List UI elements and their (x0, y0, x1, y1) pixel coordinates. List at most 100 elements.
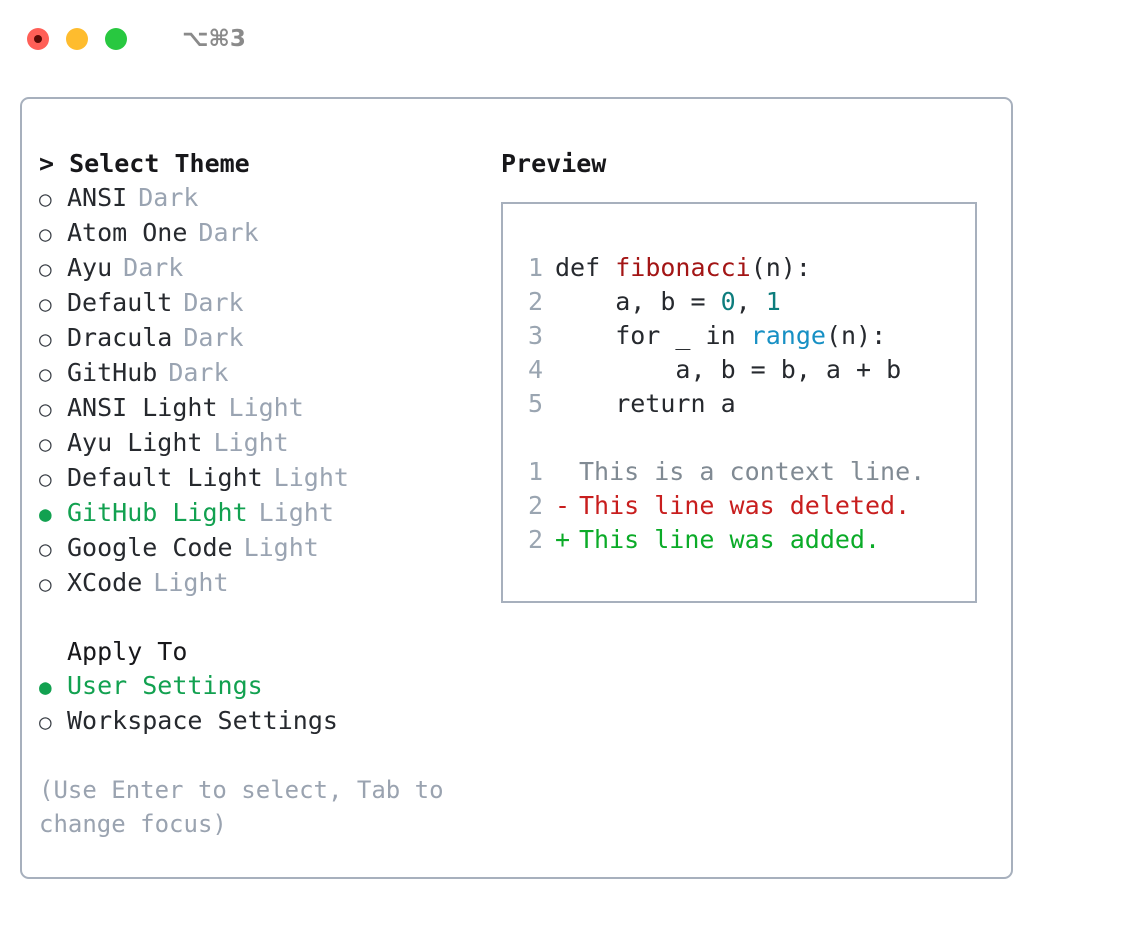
theme-option-default[interactable]: ○ Default Dark (39, 286, 489, 321)
keyboard-hint-text: (Use Enter to select, Tab to change focu… (39, 776, 459, 838)
theme-option-google-code[interactable]: ○ Google Code Light (39, 531, 489, 566)
line-number: 3 (527, 321, 543, 350)
diff-line-added: 2 + This line was added. (517, 523, 975, 557)
code-token-plain: (n): (825, 321, 887, 350)
theme-option-atom-one[interactable]: ○ Atom One Dark (39, 216, 489, 251)
theme-option-variant: Light (258, 498, 334, 527)
apply-to-option-name: Workspace Settings (67, 706, 338, 735)
line-number: 2 (527, 491, 543, 520)
radio-unselected-icon: ○ (39, 222, 52, 246)
theme-option-name: Atom One (67, 218, 188, 247)
minimize-button[interactable] (66, 28, 88, 50)
theme-option-name: XCode (67, 568, 143, 597)
code-token-call: range (750, 321, 826, 350)
select-theme-header: > Select Theme (39, 149, 250, 178)
theme-option-ansi[interactable]: ○ ANSI Dark (39, 181, 489, 216)
code-token-plain: , (735, 287, 766, 316)
radio-unselected-icon: ○ (39, 292, 52, 316)
theme-option-name: ANSI Light (67, 393, 218, 422)
maximize-button[interactable] (105, 28, 127, 50)
theme-option-name: Google Code (67, 533, 233, 562)
theme-option-variant: Light (228, 393, 304, 422)
code-token-plain: a, b = b, a + b (555, 355, 902, 384)
code-token-plain: def (555, 253, 616, 282)
close-button[interactable] (27, 28, 49, 50)
code-line: 4 a, b = b, a + b (517, 353, 975, 387)
theme-option-variant: Dark (183, 288, 244, 317)
radio-unselected-icon: ○ (39, 257, 52, 281)
theme-option-name: ANSI (67, 183, 128, 212)
code-line: 2 a, b = 0, 1 (517, 285, 975, 319)
apply-to-option-list[interactable]: ●User Settings ○ Workspace Settings (39, 669, 489, 739)
preview-header: Preview (501, 149, 607, 178)
theme-option-ansi-light[interactable]: ○ ANSI Light Light (39, 391, 489, 426)
radio-selected-icon: ● (39, 502, 52, 526)
diff-sample: 1 This is a context line.2-This line was… (517, 455, 975, 557)
code-token-number: 0 (720, 287, 736, 316)
theme-option-name: Ayu (67, 253, 113, 282)
theme-option-github-light[interactable]: ● GitHub Light Light (39, 496, 489, 531)
theme-option-variant: Dark (198, 218, 259, 247)
apply-to-option-workspace-settings[interactable]: ○ Workspace Settings (39, 704, 489, 739)
radio-unselected-icon: ○ (39, 187, 52, 211)
line-number: 1 (527, 253, 543, 282)
code-line: 3 for _ in range(n): (517, 319, 975, 353)
theme-option-name: GitHub Light (67, 498, 248, 527)
radio-unselected-icon: ○ (39, 572, 52, 596)
code-token-number: 1 (765, 287, 781, 316)
code-token-plain: for _ in (555, 321, 751, 350)
theme-option-variant: Light (213, 428, 289, 457)
radio-unselected-icon: ○ (39, 537, 52, 561)
radio-unselected-icon: ○ (39, 327, 52, 351)
theme-option-variant: Light (273, 463, 349, 492)
line-number: 1 (527, 457, 543, 486)
code-line: 1 def fibonacci(n): (517, 251, 975, 285)
title-bar: ⌥⌘3 (0, 0, 1140, 78)
apply-to-header: Apply To (67, 637, 188, 666)
theme-option-variant: Dark (183, 323, 244, 352)
theme-option-ayu[interactable]: ○ Ayu Dark (39, 251, 489, 286)
radio-unselected-icon: ○ (39, 397, 52, 421)
line-number: 2 (527, 287, 543, 316)
code-token-plain: a, b = (555, 287, 721, 316)
code-token-function: fibonacci (615, 253, 751, 282)
diff-line-deleted: 2-This line was deleted. (517, 489, 975, 523)
diff-marker-icon: + (555, 525, 571, 554)
theme-option-variant: Dark (168, 358, 229, 387)
diff-line-context: 1 This is a context line. (517, 455, 975, 489)
theme-option-variant: Dark (123, 253, 184, 282)
radio-selected-icon: ● (39, 675, 52, 699)
theme-option-variant: Light (243, 533, 319, 562)
code-line: 5 return a (517, 387, 975, 421)
diff-marker-icon: - (555, 491, 571, 520)
code-token-plain: return a (555, 389, 736, 418)
line-number: 2 (527, 525, 543, 554)
diff-marker-icon (555, 455, 579, 489)
code-diff-separator (517, 421, 975, 455)
theme-option-name: Default (67, 288, 173, 317)
radio-unselected-icon: ○ (39, 467, 52, 491)
theme-option-github[interactable]: ○ GitHub Dark (39, 356, 489, 391)
code-token-plain: (n): (750, 253, 811, 282)
close-icon (34, 35, 42, 43)
keyboard-shortcut-label: ⌥⌘3 (182, 26, 246, 52)
radio-unselected-icon: ○ (39, 710, 52, 734)
theme-option-name: GitHub (67, 358, 158, 387)
theme-option-name: Default Light (67, 463, 263, 492)
radio-unselected-icon: ○ (39, 432, 52, 456)
line-number: 4 (527, 355, 543, 384)
theme-option-variant: Dark (138, 183, 199, 212)
radio-unselected-icon: ○ (39, 362, 52, 386)
apply-to-option-user-settings[interactable]: ●User Settings (39, 669, 489, 704)
theme-option-default-light[interactable]: ○ Default Light Light (39, 461, 489, 496)
diff-line-text: This line was added. (579, 525, 881, 554)
diff-line-text: This line was deleted. (579, 491, 911, 520)
